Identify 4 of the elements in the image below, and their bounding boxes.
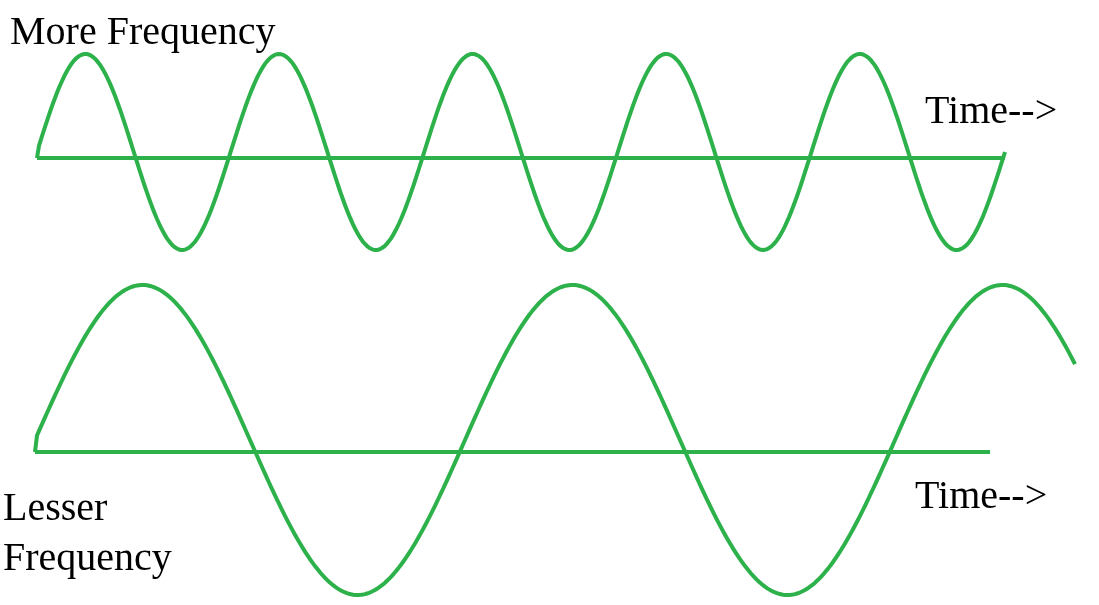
- wave-title: More Frequency: [10, 7, 276, 55]
- axis-label: Time-->: [915, 471, 1048, 519]
- wave-title: Lesser Frequency: [3, 483, 173, 581]
- axis-label: Time-->: [925, 86, 1058, 134]
